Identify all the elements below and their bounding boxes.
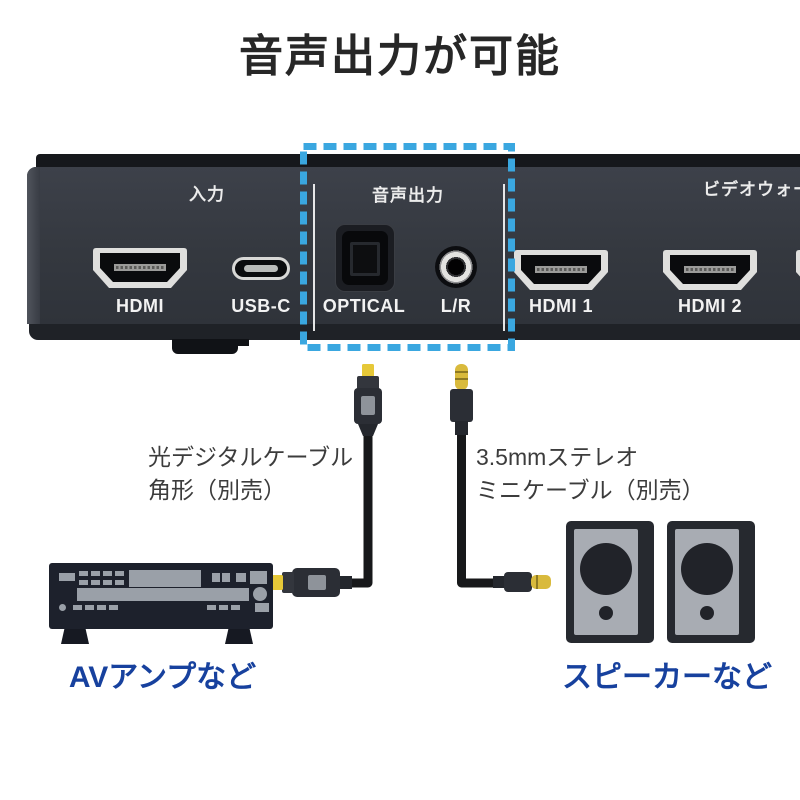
amp-knob xyxy=(253,587,267,601)
panel-divider xyxy=(313,184,315,331)
optical-cable-callout-line2: 角形（別売） xyxy=(148,477,286,503)
optical-cable-callout: 光デジタルケーブル 角形（別売） xyxy=(148,441,353,507)
optical-port-shutter xyxy=(350,242,380,276)
stereo-cable-callout-line1: 3.5mmステレオ xyxy=(476,444,639,470)
speaker-port-hole xyxy=(700,606,714,620)
device-bottom-bevel xyxy=(29,324,800,340)
av-amp-illustration xyxy=(49,563,273,629)
speaker-woofer xyxy=(681,543,733,595)
speaker-woofer xyxy=(580,543,632,595)
optical-plug-tip-top xyxy=(362,364,374,377)
port-label-usb-c: USB-C xyxy=(231,296,291,316)
stereo-cable-callout-line2: ミニケーブル（別売） xyxy=(476,477,705,503)
port-label-optical: OPTICAL xyxy=(322,296,406,316)
port-label-hdmi: HDMI xyxy=(116,296,164,316)
amp-display xyxy=(129,570,201,587)
amp-foot xyxy=(61,629,89,644)
device-rear-panel xyxy=(27,167,800,324)
stereo-plug-tip-bottom xyxy=(531,575,551,589)
audio-out-highlight-box xyxy=(300,143,515,351)
panel-divider xyxy=(503,184,505,331)
device-top-bevel xyxy=(36,154,800,168)
hdmi-partial-port-icon xyxy=(796,250,800,277)
hdmi-output2-port-icon xyxy=(663,250,757,290)
port-label-hdmi1: HDMI 1 xyxy=(528,296,593,316)
speaker-left-illustration xyxy=(566,521,654,643)
hdmi-input-port-icon xyxy=(93,248,187,288)
speaker-right-illustration xyxy=(667,521,755,643)
usb-c-port-slot xyxy=(244,265,278,272)
amp-foot xyxy=(225,629,253,644)
port-label-hdmi2: HDMI 2 xyxy=(677,296,742,316)
section-label-input: 入力 xyxy=(189,185,225,204)
device-foot-notch xyxy=(238,339,249,346)
section-label-video-wall: ビデオウォール xyxy=(703,180,800,199)
amp-button xyxy=(59,573,75,581)
amp-label: AVアンプなど xyxy=(68,661,257,694)
page-title: 音声出力が可能 xyxy=(239,32,561,81)
amp-disc-tray xyxy=(77,588,249,601)
stereo-cable-callout: 3.5mmステレオ ミニケーブル（別売） xyxy=(476,441,705,507)
optical-cable-callout-line1: 光デジタルケーブル xyxy=(148,444,354,470)
hdmi-output1-port-icon xyxy=(514,250,608,290)
port-label-lr: L/R xyxy=(440,296,472,316)
speakers-label: スピーカーなど xyxy=(562,661,772,694)
stereo-mini-cable xyxy=(450,364,551,592)
optical-cable xyxy=(272,364,382,597)
speaker-port-hole xyxy=(599,606,613,620)
stereo-plug-tip-top xyxy=(455,364,468,390)
device-left-bevel xyxy=(27,167,40,324)
line-out-jack-icon xyxy=(435,246,477,288)
optical-plug-tip-bottom xyxy=(272,575,283,590)
device-foot xyxy=(172,339,238,354)
section-label-audio-out: 音声出力 xyxy=(372,186,444,205)
